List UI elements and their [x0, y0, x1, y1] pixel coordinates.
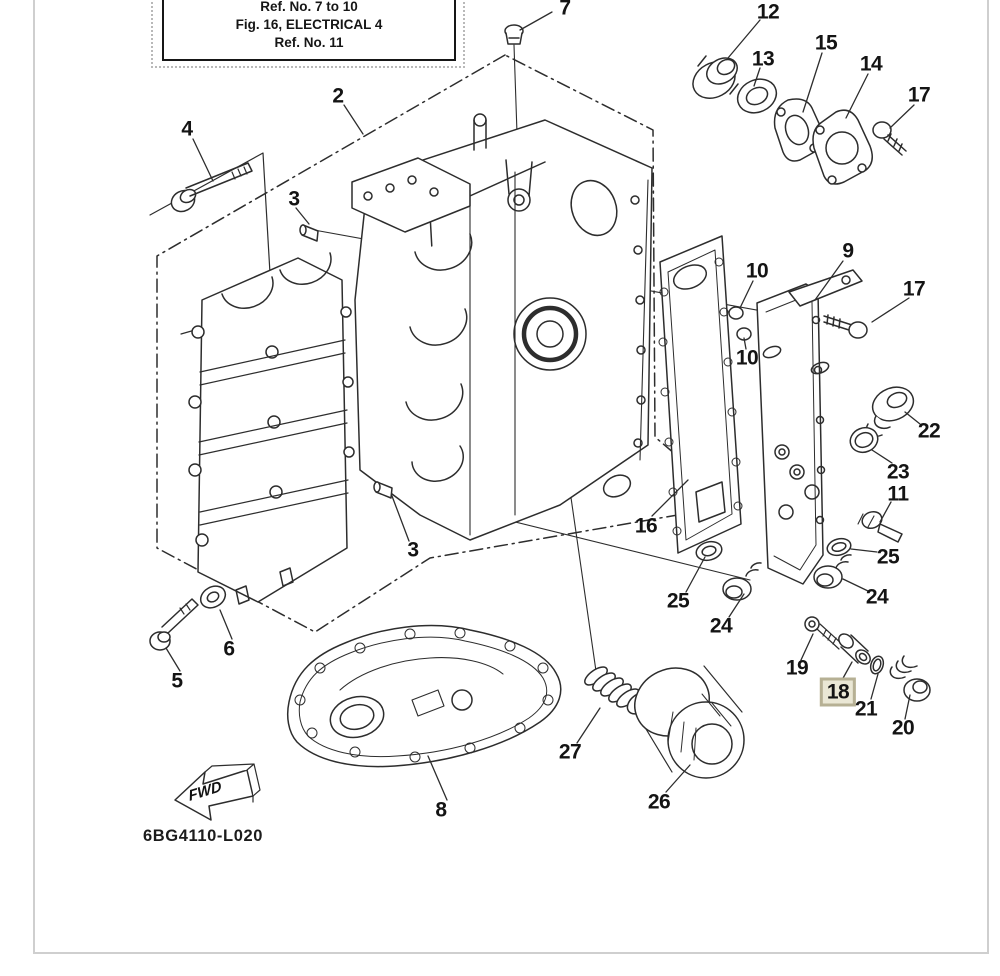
callout-18[interactable]: 18 — [819, 677, 857, 707]
part-26-oil-filter — [634, 665, 745, 779]
fwd-arrow — [174, 763, 261, 821]
figure-part-code: 6BG4110-L020 — [143, 827, 264, 845]
callout-25[interactable]: 25 — [876, 545, 900, 569]
callout-6[interactable]: 6 — [223, 637, 235, 661]
crankcase-half — [188, 252, 355, 605]
part-24l-plug — [722, 562, 762, 601]
page-border-bottom — [33, 952, 989, 954]
part-18-collar — [838, 633, 871, 665]
callout-4[interactable]: 4 — [181, 117, 193, 141]
leader-lines — [165, 11, 921, 801]
part-5-bolt — [149, 598, 199, 651]
part-9-cover-plate — [756, 269, 863, 585]
callout-10[interactable]: 10 — [735, 346, 759, 370]
part-12-thermostat — [692, 55, 739, 99]
part-4-bolt — [170, 162, 253, 213]
part-15-gasket — [773, 98, 825, 162]
ref-note-line1: Ref. No. 7 to 10 — [260, 0, 358, 14]
callout-19[interactable]: 19 — [785, 656, 809, 680]
callout-5[interactable]: 5 — [171, 669, 183, 693]
part-14-thermostat-cover — [812, 109, 873, 185]
callout-23[interactable]: 23 — [886, 460, 910, 484]
part-3-dowel-pins — [299, 224, 393, 499]
callout-3[interactable]: 3 — [288, 187, 300, 211]
callout-25[interactable]: 25 — [666, 589, 690, 613]
part-17b-bolt — [823, 314, 868, 339]
callout-21[interactable]: 21 — [854, 697, 878, 721]
callout-9[interactable]: 9 — [842, 239, 854, 263]
callout-14[interactable]: 14 — [859, 52, 883, 76]
callout-12[interactable]: 12 — [756, 0, 780, 24]
part-24r-plug — [813, 554, 852, 589]
part-23-o-ring — [849, 426, 879, 454]
part-25r-washer — [826, 537, 852, 557]
part-20-plug — [889, 655, 931, 702]
callout-24[interactable]: 24 — [709, 614, 733, 638]
part-21-o-ring — [869, 655, 885, 675]
callout-15[interactable]: 15 — [814, 31, 838, 55]
ref-note-box: Ref. No. 7 to 10 Fig. 16, ELECTRICAL 4 R… — [162, 0, 456, 61]
callout-10[interactable]: 10 — [745, 259, 769, 283]
part-6-washer — [199, 585, 227, 609]
callout-20[interactable]: 20 — [891, 716, 915, 740]
callout-13[interactable]: 13 — [751, 47, 775, 71]
page-border-left — [33, 0, 35, 953]
callout-2[interactable]: 2 — [332, 84, 344, 108]
part-13-seal-ring — [736, 78, 778, 114]
part-17a-bolt — [872, 121, 907, 156]
part-25l-washer — [695, 540, 723, 562]
part-19-bolt — [804, 616, 843, 650]
ref-note-line2: Fig. 16, ELECTRICAL 4 — [235, 17, 383, 32]
callout-3[interactable]: 3 — [407, 538, 419, 562]
callout-24[interactable]: 24 — [865, 585, 889, 609]
part-11-sensor — [857, 510, 903, 543]
callout-17[interactable]: 17 — [902, 277, 926, 301]
part-16-gasket-plate — [658, 235, 743, 554]
ref-note-line3: Ref. No. 11 — [274, 35, 344, 50]
callout-8[interactable]: 8 — [435, 798, 447, 822]
callout-22[interactable]: 22 — [917, 419, 941, 443]
part-2-cylinder-block — [351, 113, 653, 541]
callout-16[interactable]: 16 — [634, 514, 658, 538]
callout-11[interactable]: 11 — [887, 482, 909, 506]
callout-27[interactable]: 27 — [558, 740, 582, 764]
part-7-bolt — [504, 24, 524, 45]
callout-17[interactable]: 17 — [907, 83, 931, 107]
callout-7[interactable]: 7 — [559, 0, 571, 20]
page-border-right — [987, 0, 989, 953]
part-10-nuts — [728, 306, 752, 341]
part-8-gasket — [286, 624, 562, 768]
assembly-boundary-dashed — [156, 54, 736, 633]
callout-26[interactable]: 26 — [647, 790, 671, 814]
